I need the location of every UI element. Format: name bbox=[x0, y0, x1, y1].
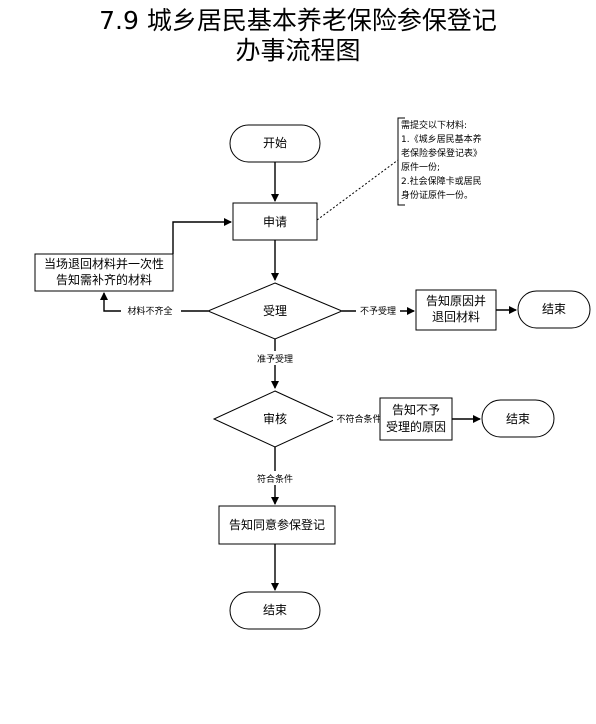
notify-reason-node bbox=[415, 289, 497, 331]
note-line-4: 原件一份; bbox=[401, 161, 440, 173]
end-node-2 bbox=[481, 399, 555, 438]
notify-unqualified-node bbox=[379, 397, 453, 441]
note-connector bbox=[316, 159, 399, 221]
notify-unqualified-line-1: 告知不予 bbox=[392, 403, 440, 417]
start-label: 开始 bbox=[263, 136, 287, 150]
note-line-1: 需提交以下材料: bbox=[401, 119, 467, 131]
edge-label-unqualified: 不符合条件 bbox=[336, 413, 381, 425]
return-materials-node bbox=[34, 253, 174, 292]
note-line-6: 身份证原件一份。 bbox=[401, 189, 473, 201]
notify-approved-label: 告知同意参保登记 bbox=[229, 517, 325, 532]
edge-label-qualified: 符合条件 bbox=[257, 473, 293, 485]
edge-return-apply bbox=[172, 218, 232, 254]
end-2-label: 结束 bbox=[506, 412, 530, 426]
edge-label-incomplete: 材料不齐全 bbox=[127, 305, 172, 317]
apply-label: 申请 bbox=[263, 215, 287, 229]
notify-approved-node bbox=[218, 505, 336, 545]
end-node-3 bbox=[229, 591, 321, 630]
apply-node bbox=[232, 202, 318, 241]
return-materials-line-1: 当场退回材料并一次性 bbox=[44, 257, 164, 271]
notify-reason-line-2: 退回材料 bbox=[432, 310, 480, 324]
edge-label-reject: 不予受理 bbox=[360, 305, 396, 317]
return-materials-line-2: 告知需补齐的材料 bbox=[56, 272, 152, 287]
notify-unqualified-line-2: 受理的原因 bbox=[386, 419, 446, 434]
end-1-label: 结束 bbox=[542, 302, 566, 316]
end-node-1 bbox=[517, 290, 591, 329]
review-label: 审核 bbox=[263, 411, 287, 426]
page-title: 7.9 城乡居民基本养老保险参保登记 bbox=[99, 6, 497, 35]
note-bracket bbox=[397, 117, 405, 206]
page-subtitle: 办事流程图 bbox=[235, 36, 361, 65]
note-line-2: 1.《城乡居民基本养 bbox=[401, 133, 482, 145]
end-3-label: 结束 bbox=[263, 603, 287, 617]
edge-label-accepted: 准予受理 bbox=[257, 353, 293, 365]
accept-label: 受理 bbox=[263, 304, 287, 318]
note-line-5: 2.社会保障卡或居民 bbox=[401, 175, 482, 187]
notify-reason-line-1: 告知原因并 bbox=[426, 294, 486, 308]
note-line-3: 老保险参保登记表》 bbox=[401, 147, 482, 159]
